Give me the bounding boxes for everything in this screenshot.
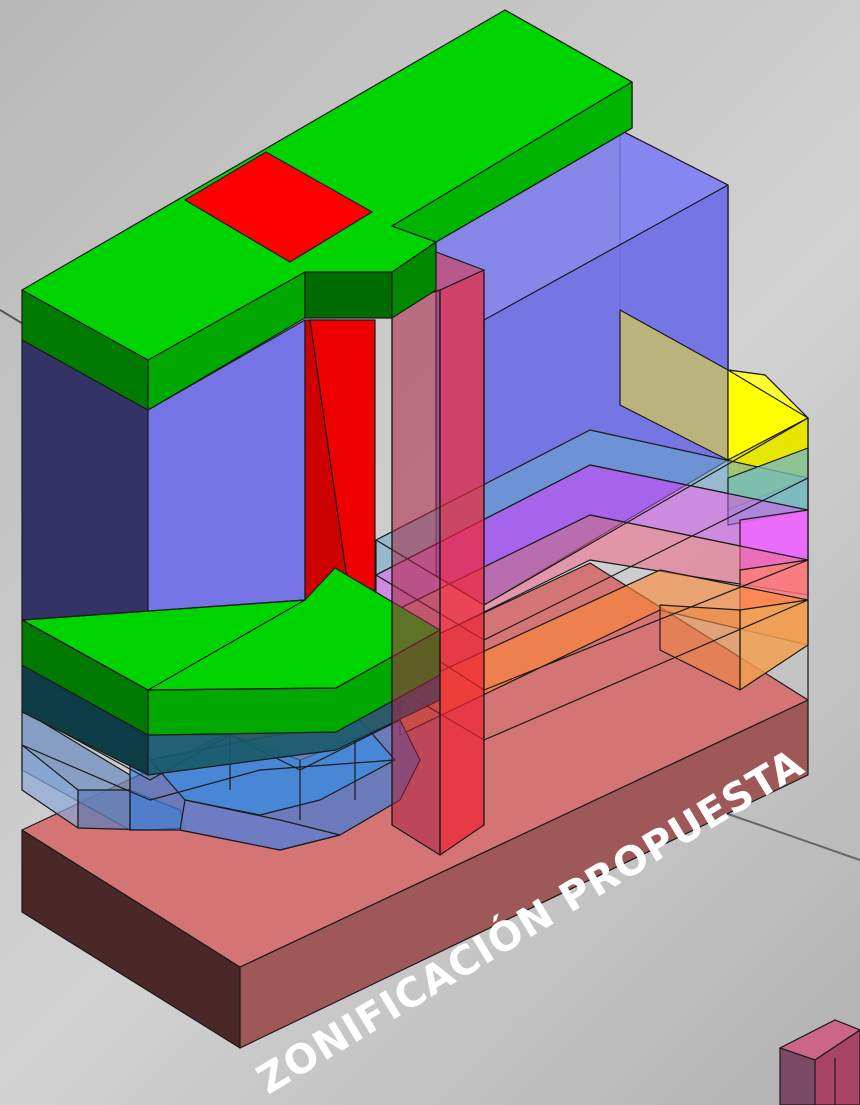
lower-slabs [375,417,809,741]
green-roof-edge [391,81,633,243]
red-skylight [184,151,373,263]
red-circulation-core [304,319,376,601]
corner-cube [778,1019,860,1105]
green-lower-slab [21,567,441,736]
transparent-red-tower [391,251,485,856]
lower-blue-cluster [21,709,421,851]
main-blue-volume [21,319,306,691]
background-line [0,309,26,326]
